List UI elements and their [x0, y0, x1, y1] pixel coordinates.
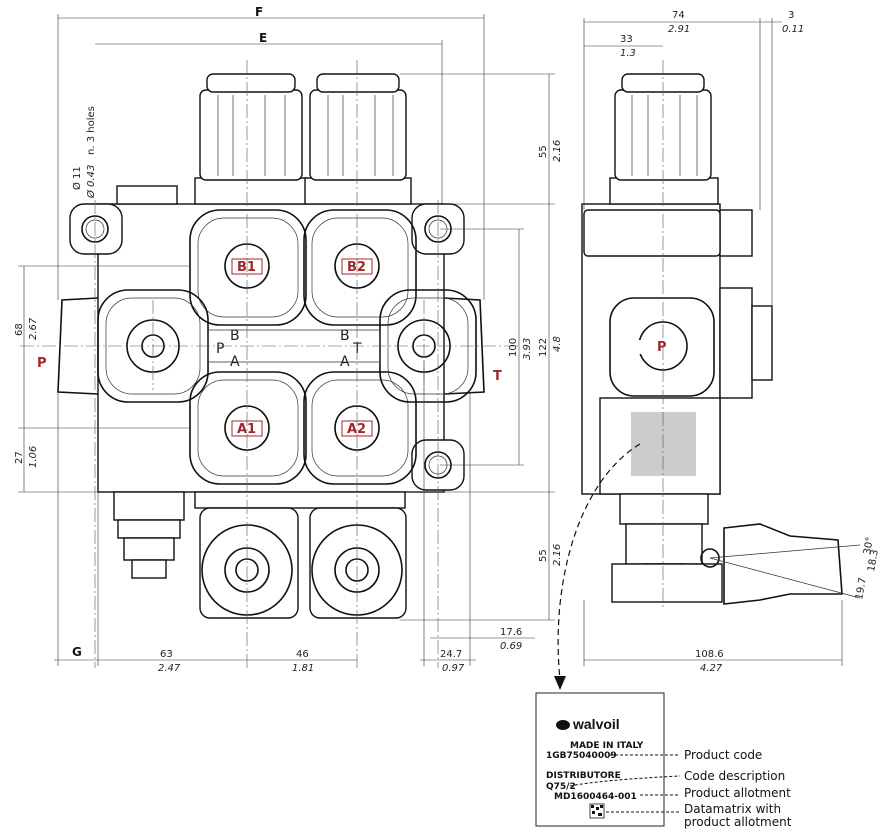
top-cap-1	[116, 73, 308, 205]
legend-product-code: Product code	[684, 748, 762, 762]
port-b1-label: B1	[237, 260, 256, 275]
dim-24-7-in: 0.97	[442, 663, 465, 674]
front-dimensions: F E 55 2.16 55 2.16 100 3.93 122 4.8 68 …	[14, 5, 563, 674]
walvoil-logo-icon	[556, 720, 570, 730]
leader-arrowhead	[554, 676, 566, 690]
port-b2-label: B2	[347, 260, 366, 275]
hole-diameter: Ø 11	[71, 166, 83, 190]
side-dimensions: 74 2.91 3 0.11 33 1.3 108.6 4.27 18.3 19…	[583, 10, 881, 674]
dim-55-top: 55	[538, 145, 549, 158]
bottom-caps	[113, 491, 407, 619]
dim-27: 27	[14, 451, 25, 464]
dim-18-3: 18.3	[866, 549, 881, 573]
port-a2-label: A2	[347, 422, 366, 437]
port-a1-label: A1	[237, 422, 256, 437]
dim-3-in: 0.11	[782, 24, 804, 35]
legend-datamatrix-line1: Datamatrix with	[684, 802, 781, 816]
datamatrix-icon	[589, 803, 605, 819]
dim-46: 46	[296, 649, 309, 660]
dim-55-bottom: 55	[538, 549, 549, 562]
symbol-a-right: A	[340, 354, 350, 370]
dim-19-7: 19.7	[854, 577, 869, 601]
dim-100: 100	[508, 338, 519, 357]
dim-g: G	[72, 645, 82, 659]
dim-108-6: 108.6	[695, 649, 724, 660]
label-allotment: MD1600464-001	[554, 792, 637, 802]
symbol-b-right: B	[340, 328, 350, 344]
dim-33: 33	[620, 34, 633, 45]
lever-boot	[723, 523, 843, 605]
port-t-side-label: T	[493, 369, 502, 384]
label-legend: Product code Code description Product al…	[569, 748, 792, 829]
dim-100-in: 3.93	[522, 338, 533, 360]
hole-diameter-in: Ø 0.43	[85, 165, 97, 199]
front-view: B1 B2 A1 A2 B A P B A T P T	[20, 60, 520, 668]
label-distributor: DISTRIBUTORE	[546, 771, 621, 781]
dim-68-in: 2.67	[28, 317, 39, 340]
hole-count: n. 3 holes	[86, 106, 97, 155]
dim-17-6-in: 0.69	[500, 641, 522, 652]
dim-74-in: 2.91	[668, 24, 690, 35]
product-label: walvoil MADE IN ITALY 1GB75040009 DISTRI…	[535, 692, 665, 827]
label-area	[631, 412, 696, 476]
symbol-p: P	[216, 341, 224, 357]
legend-datamatrix-line2: product allotment	[684, 815, 792, 829]
dim-55-top-in: 2.16	[552, 140, 563, 162]
dim-68: 68	[14, 323, 25, 336]
dim-24-7: 24.7	[440, 649, 462, 660]
made-in-italy: MADE IN ITALY	[570, 741, 644, 751]
dim-27-in: 1.06	[28, 446, 39, 468]
dim-30-deg: 30°	[862, 536, 876, 555]
legend-product-allotment: Product allotment	[684, 786, 791, 800]
symbol-b-left: B	[230, 328, 240, 344]
port-p-side-label: P	[37, 356, 47, 371]
dim-3: 3	[788, 10, 794, 21]
dim-33-in: 1.3	[620, 48, 636, 59]
symbol-a-left: A	[230, 354, 240, 370]
top-cap-2	[304, 73, 412, 205]
dim-108-6-in: 4.27	[700, 663, 723, 674]
valve-body	[97, 203, 445, 493]
label-code-description: Q75/2	[546, 782, 576, 792]
dim-e: E	[259, 31, 267, 45]
dim-63-in: 2.47	[158, 663, 181, 674]
dim-55-bottom-in: 2.16	[552, 544, 563, 566]
dim-122: 122	[538, 338, 549, 357]
brand-name: walvoil	[572, 716, 620, 732]
label-product-code: 1GB75040009	[546, 751, 617, 761]
side-port-p-label: P	[657, 340, 667, 355]
label-leader	[557, 443, 641, 681]
dim-f: F	[255, 5, 263, 19]
dim-46-in: 1.81	[292, 663, 314, 674]
dim-63: 63	[160, 649, 173, 660]
mounting-hole-left	[69, 203, 123, 255]
legend-code-description: Code description	[684, 769, 785, 783]
dim-17-6: 17.6	[500, 627, 522, 638]
side-view: P	[581, 60, 861, 610]
dim-74: 74	[672, 10, 685, 21]
dim-122-in: 4.8	[552, 336, 563, 352]
